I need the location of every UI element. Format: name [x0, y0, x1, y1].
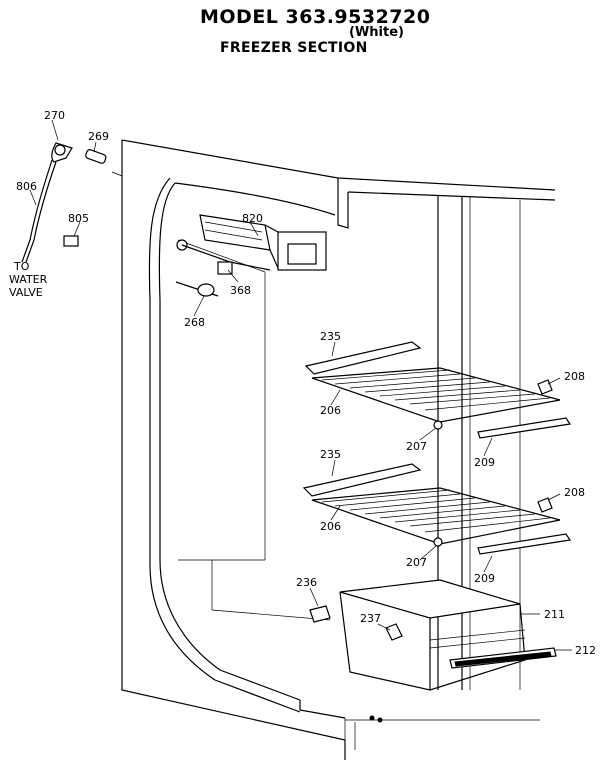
callout-269: 269	[88, 130, 109, 143]
lower-shelf	[302, 463, 572, 555]
cabinet-outline	[121, 139, 556, 760]
callout-268: 268	[184, 316, 205, 329]
callout-207-upper: 207	[406, 440, 427, 453]
water-supply-parts	[21, 142, 123, 263]
callout-211: 211	[544, 608, 565, 621]
callout-235-lower: 235	[320, 448, 341, 461]
upper-shelf	[304, 341, 572, 439]
callout-235-upper: 235	[320, 330, 341, 343]
callout-820: 820	[242, 212, 263, 225]
water-label-line3: VALVE	[9, 286, 43, 299]
callout-368: 368	[230, 284, 251, 297]
model-title: MODEL 363.9532720	[200, 6, 431, 28]
callout-207-lower: 207	[406, 556, 427, 569]
water-label-line2: WATER	[9, 273, 48, 286]
callout-237: 237	[360, 612, 381, 625]
callout-236: 236	[296, 576, 317, 589]
callout-labels: 270 269 806 805 TO WATER VALVE 820 368 2…	[9, 109, 596, 657]
callout-206-upper: 206	[320, 404, 341, 417]
water-label-line1: TO	[13, 260, 30, 273]
callout-208-upper: 208	[564, 370, 585, 383]
icemaker-assembly	[175, 214, 327, 297]
freezer-basket	[309, 579, 557, 691]
callout-208-lower: 208	[564, 486, 585, 499]
callout-270: 270	[44, 109, 65, 122]
callout-805: 805	[68, 212, 89, 225]
callout-206-lower: 206	[320, 520, 341, 533]
callout-806: 806	[16, 180, 37, 193]
leader-lines	[29, 119, 572, 651]
callout-212: 212	[575, 644, 596, 657]
color-subtitle: (White)	[349, 25, 404, 40]
section-title: FREEZER SECTION	[220, 40, 368, 56]
callout-209-lower: 209	[474, 572, 495, 585]
callout-209-upper: 209	[474, 456, 495, 469]
